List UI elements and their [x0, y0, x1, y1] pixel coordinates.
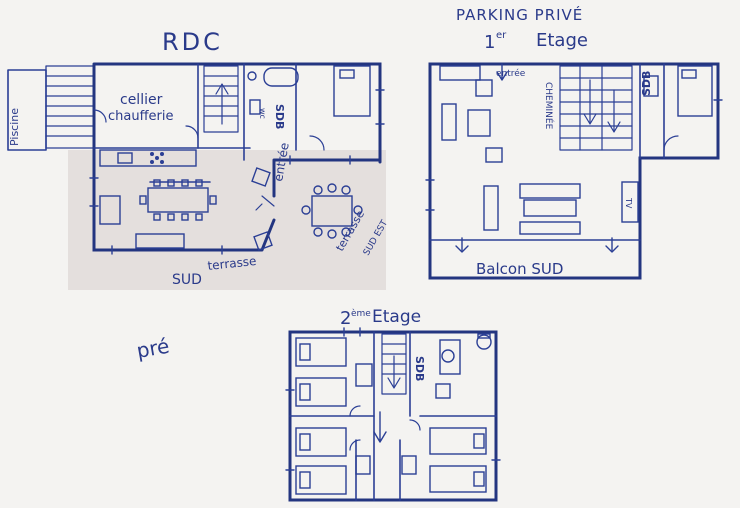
etage2-stairs	[381, 333, 407, 395]
balcon-label: Balcon SUD	[476, 260, 563, 278]
bed-etage1	[677, 65, 713, 117]
kitchen-counter	[99, 149, 197, 167]
rdc-plan	[7, 62, 386, 290]
entree-etage1-label: entrée	[496, 68, 526, 79]
sofa-rdc	[99, 195, 121, 225]
etage1-plan	[425, 62, 723, 280]
rdc-title: RDC	[162, 28, 223, 56]
piscine-label: Piscine	[8, 108, 21, 146]
etage2-title-word: Etage	[372, 307, 421, 327]
bed-rdc	[333, 65, 371, 117]
tv-label: TV	[624, 197, 633, 209]
cellier-label: cellier	[120, 92, 163, 108]
sdb-rdc-label: SDB	[273, 104, 286, 129]
terrasse-sud-label: SUD	[172, 272, 202, 288]
cheminee-label: CHEMINÉE	[543, 82, 555, 130]
etage1-stairs	[559, 65, 633, 151]
etage1-title-word: Etage	[536, 30, 588, 51]
etage1-title-sup: er	[496, 30, 507, 41]
terrace-shade	[68, 150, 386, 290]
etage2-title-sup: ème	[351, 308, 371, 319]
rdc-stairs	[203, 65, 239, 133]
entree-rdc-label: entrée	[271, 142, 292, 183]
wc-label: wc	[258, 108, 267, 119]
sdb-etage2-label: SDB	[413, 356, 426, 381]
terrasse-label: terrasse	[207, 254, 257, 273]
etage2-plan	[285, 327, 501, 502]
etage2-walls	[288, 330, 498, 502]
sofa-etage1	[441, 103, 457, 141]
dining-table-rdc	[147, 187, 209, 213]
outside-steps	[45, 65, 95, 149]
sdb-etage1-label: SDB	[640, 71, 653, 96]
couch-etage1	[483, 185, 499, 231]
etage2-beds	[295, 337, 487, 495]
parking-label: PARKING PRIVÉ	[456, 5, 583, 24]
bathtub-rdc	[263, 67, 299, 87]
table-etage1	[523, 199, 577, 217]
etage1-walls	[428, 62, 720, 280]
etage2-title-num: 2	[340, 308, 351, 329]
chaufferie-label: chaufferie	[108, 109, 174, 124]
terrace-table	[311, 195, 353, 227]
pre-label: pré	[135, 334, 171, 363]
etage1-title-num: 1	[484, 32, 495, 53]
